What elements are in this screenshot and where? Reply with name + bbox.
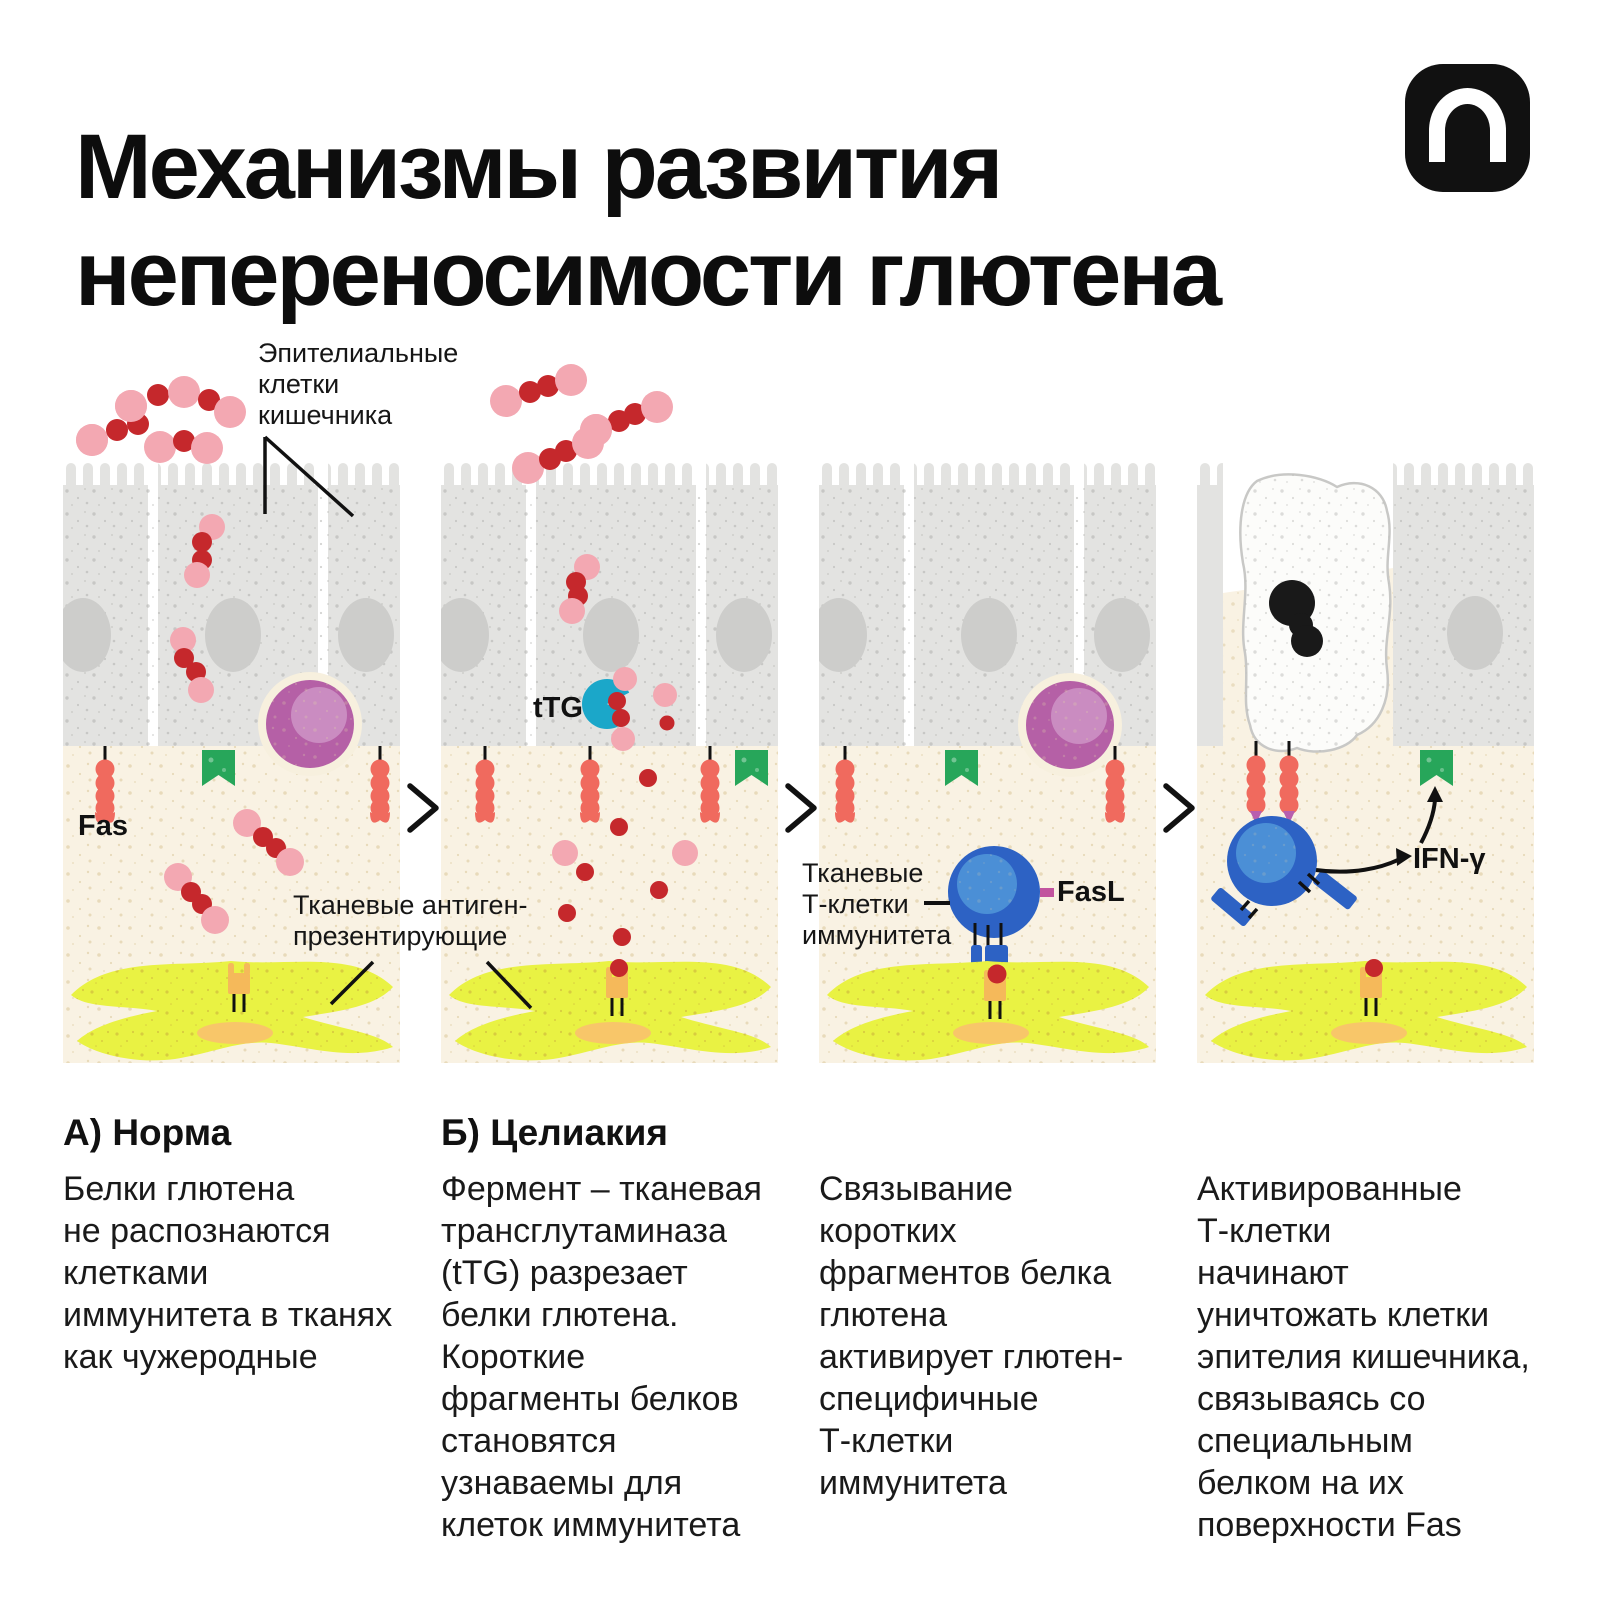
fas-chain-engaged <box>1246 741 1299 824</box>
dying-epithelial-cell <box>1239 473 1392 753</box>
n-plus-one-logo <box>1405 64 1530 192</box>
section-celiac: Б) Целиакия Фермент – тканевая трансглут… <box>441 1112 809 1546</box>
plasma-cell <box>258 672 362 776</box>
label-fas: Fas <box>78 810 128 842</box>
section-binding: Связывание коротких фрагментов белка глю… <box>819 1112 1187 1504</box>
gluten-fragments-cut <box>608 667 677 751</box>
section-heading: Б) Целиакия <box>441 1112 668 1153</box>
presented-fragment <box>987 964 1007 984</box>
section-destruction: Активированные Т-клетки начинают уничтож… <box>1197 1112 1565 1546</box>
next-step-chevron-icon <box>410 786 436 830</box>
panel-a-normal <box>63 463 400 1063</box>
gluten-cluster-left <box>76 376 246 464</box>
fragmented-nucleus <box>1269 580 1323 657</box>
t-cell <box>948 846 1054 938</box>
falling-fragments <box>552 769 698 946</box>
section-body: Белки глютена не распознаются клетками и… <box>63 1170 393 1376</box>
presented-fragment <box>610 959 628 977</box>
gluten-chain-in-cell <box>559 554 600 624</box>
label-ttg: tTG <box>533 692 583 724</box>
panel-b-ttg <box>441 463 778 1063</box>
panel-c-tcell-activation <box>819 463 1156 1063</box>
section-heading: А) Норма <box>63 1112 232 1153</box>
next-step-chevron-icon <box>788 786 814 830</box>
section-body: Фермент – тканевая трансглутаминаза (tTG… <box>441 1170 762 1544</box>
page-title: Механизмы развития непереносимости глюте… <box>75 115 1222 326</box>
epithelium <box>1197 463 1534 746</box>
panel-d-killing <box>1197 463 1534 1063</box>
gluten-chain-in-cell <box>170 514 225 703</box>
section-heading <box>819 1112 1187 1168</box>
epithelium <box>819 463 1156 746</box>
presented-fragment <box>1365 959 1383 977</box>
section-body: Активированные Т-клетки начинают уничтож… <box>1197 1170 1530 1544</box>
label-tissue-t-cells: Тканевые Т-клетки иммунитета <box>802 858 952 950</box>
label-antigen-presenting: Тканевые антиген- презентирующие <box>293 890 528 951</box>
epithelium <box>63 463 400 746</box>
label-epithelial-cells: Эпителиальные клетки кишечника <box>258 338 459 430</box>
epithelium <box>441 463 778 746</box>
gluten-chain-free <box>164 809 304 934</box>
label-fasl: FasL <box>1057 876 1125 908</box>
logo-arch-icon <box>1429 88 1506 162</box>
section-heading <box>1197 1112 1565 1168</box>
plasma-cell <box>1018 673 1122 777</box>
next-step-chevron-icon <box>1166 786 1192 830</box>
fasl-ligand-icon <box>1040 888 1054 897</box>
label-ifn-gamma: IFN-γ <box>1413 843 1486 875</box>
activated-t-cell <box>1211 816 1357 927</box>
section-body: Связывание коротких фрагментов белка глю… <box>819 1170 1124 1502</box>
section-norm: А) Норма Белки глютена не распознаются к… <box>63 1112 431 1378</box>
